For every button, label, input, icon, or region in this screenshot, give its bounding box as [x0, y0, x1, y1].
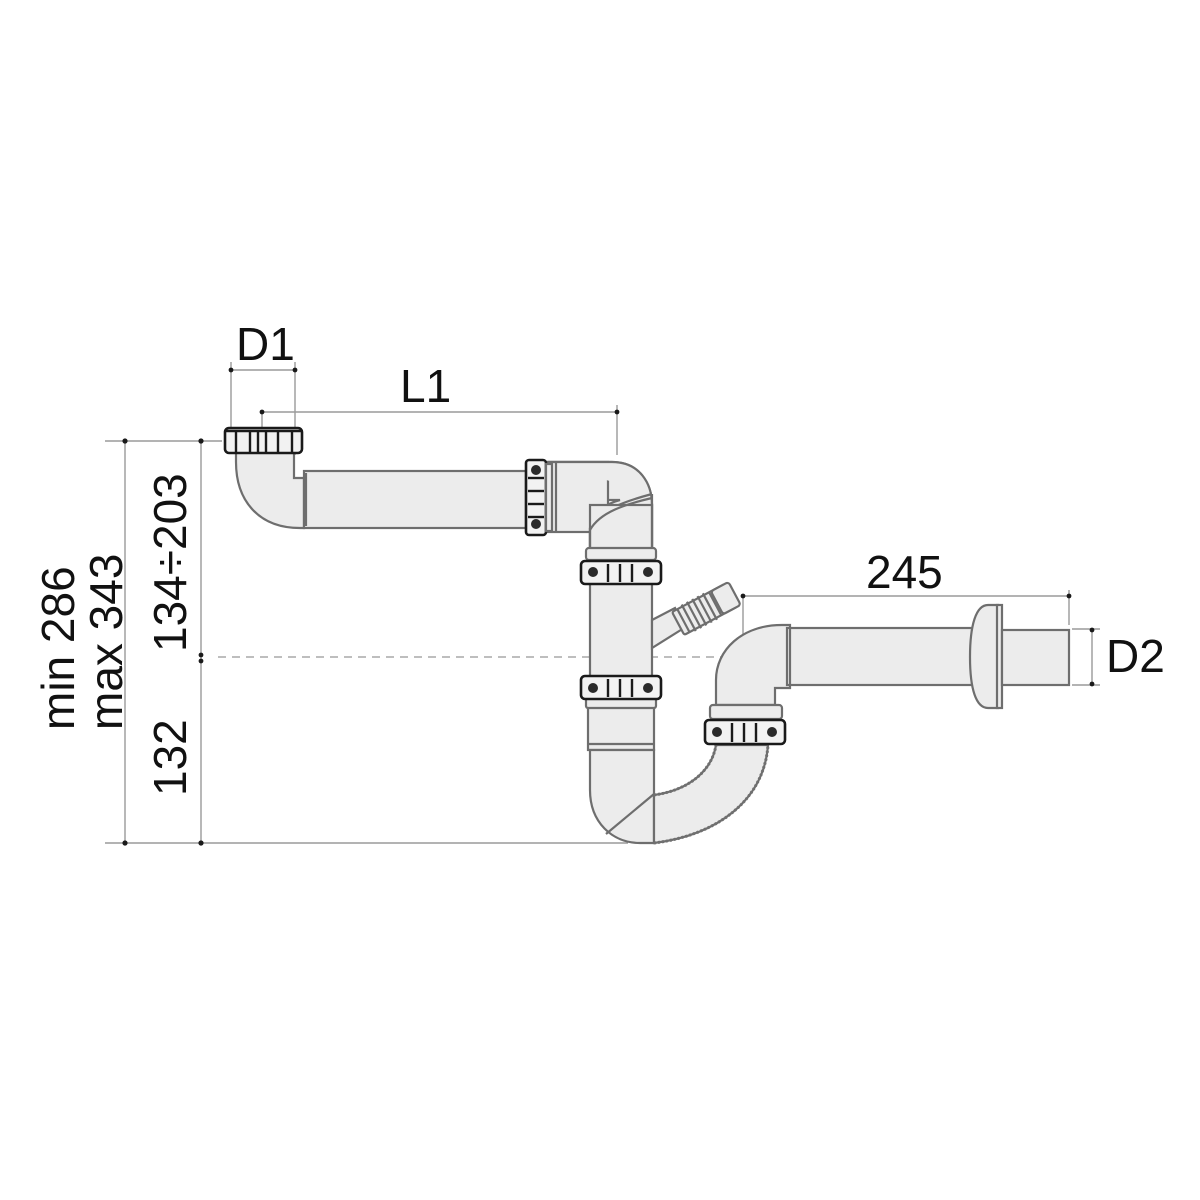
dimension-labels: D1 L1 245 D2 min 286 max 343 134÷203 132 [32, 318, 1165, 796]
lower-vertical-nut [579, 674, 663, 701]
label-l1: L1 [400, 360, 451, 412]
label-height-min: min 286 [32, 566, 84, 730]
upper-vertical-nut [579, 559, 663, 586]
nuts [223, 426, 787, 746]
outlet-end [1000, 628, 1071, 687]
outlet-elbow [714, 623, 792, 707]
label-d2: D2 [1106, 630, 1165, 682]
label-d1: D1 [236, 318, 295, 370]
horizontal-inlet-pipe [302, 469, 528, 530]
appliance-hose-connector [650, 581, 741, 650]
trap-body [234, 450, 1071, 845]
inlet-union-nut [524, 458, 554, 537]
outlet-pipe [785, 626, 974, 687]
label-lower-height: 132 [144, 719, 196, 796]
outlet-elbow-nut [703, 718, 787, 746]
label-height-max: max 343 [80, 554, 132, 730]
vertical-pipe [588, 581, 654, 680]
inlet-elbow [234, 450, 306, 530]
label-upper-range: 134÷203 [144, 473, 196, 652]
u-bend-lower-elbow [588, 748, 656, 845]
wall-rosette [968, 603, 1000, 710]
label-245: 245 [866, 546, 943, 598]
inlet-nut [223, 426, 304, 455]
